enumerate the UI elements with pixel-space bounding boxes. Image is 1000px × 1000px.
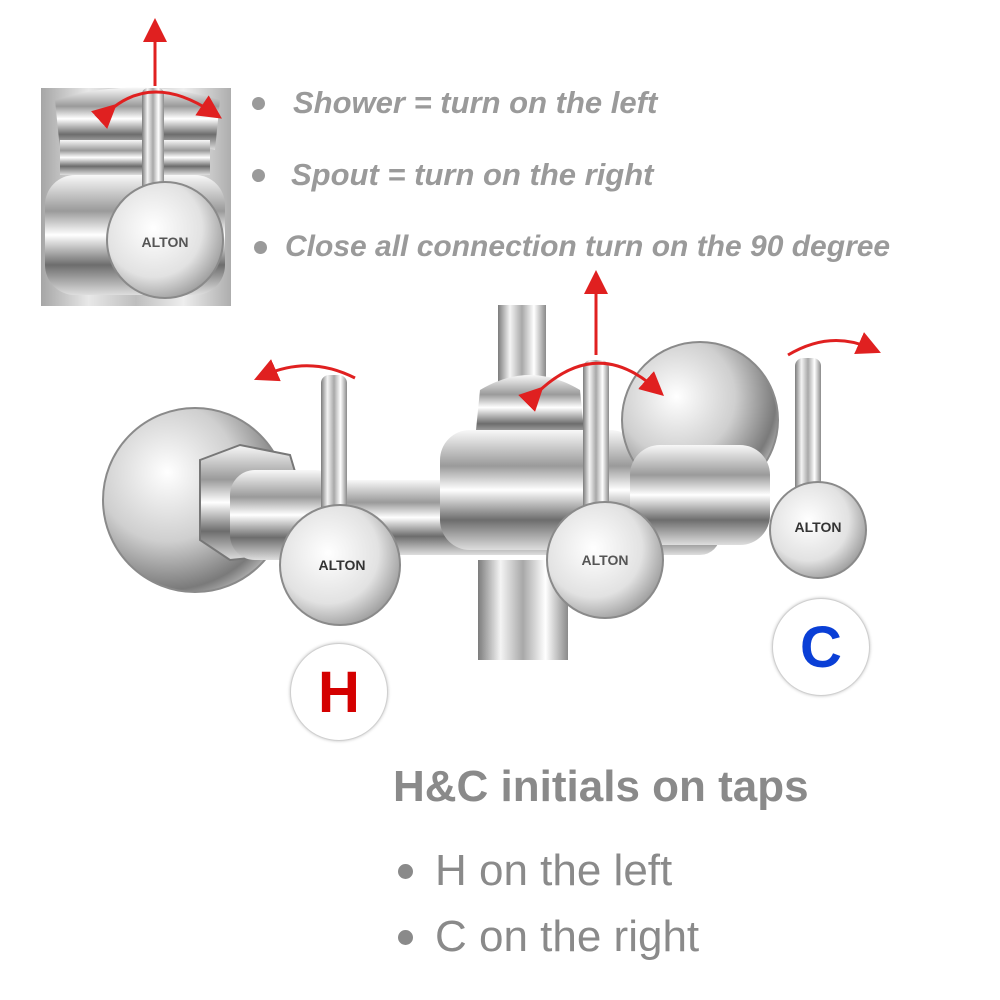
instruction-text: Spout = turn on the right (291, 157, 654, 192)
instruction-text: Shower = turn on the left (293, 85, 658, 120)
cold-badge-letter: C (800, 614, 842, 680)
summary-item-text: C on the right (435, 912, 700, 961)
summary-heading: H&C initials on taps (393, 762, 809, 811)
instruction-close: Close all connection turn on the 90 degr… (254, 230, 890, 264)
bullet-dot (252, 96, 265, 110)
instruction-shower: Shower = turn on the left (252, 85, 657, 121)
bullet-dot (398, 863, 413, 879)
hot-badge: H (290, 643, 388, 741)
bullet-dot (252, 168, 265, 182)
hot-badge-letter: H (318, 659, 360, 725)
instruction-text: Close all connection turn on the 90 degr… (285, 230, 891, 263)
bullet-dot (398, 929, 413, 945)
bullet-dot (254, 240, 267, 254)
faucet-main-photo: ALTON ALTON ALTON (102, 305, 867, 660)
diverter-brand-logo: ALTON (582, 552, 629, 568)
hot-tap-brand-logo: ALTON (319, 557, 366, 573)
inset-brand-logo: ALTON (142, 234, 189, 250)
summary-item-text: H on the left (435, 846, 673, 895)
instruction-spout: Spout = turn on the right (252, 157, 653, 193)
summary-item-cold: C on the right (398, 912, 699, 962)
inset-diverter-photo: ALTON (41, 18, 231, 306)
cold-tap-brand-logo: ALTON (795, 519, 842, 535)
rotation-arrows (254, 270, 881, 412)
summary-item-hot: H on the left (398, 846, 672, 896)
cold-badge: C (772, 598, 870, 696)
